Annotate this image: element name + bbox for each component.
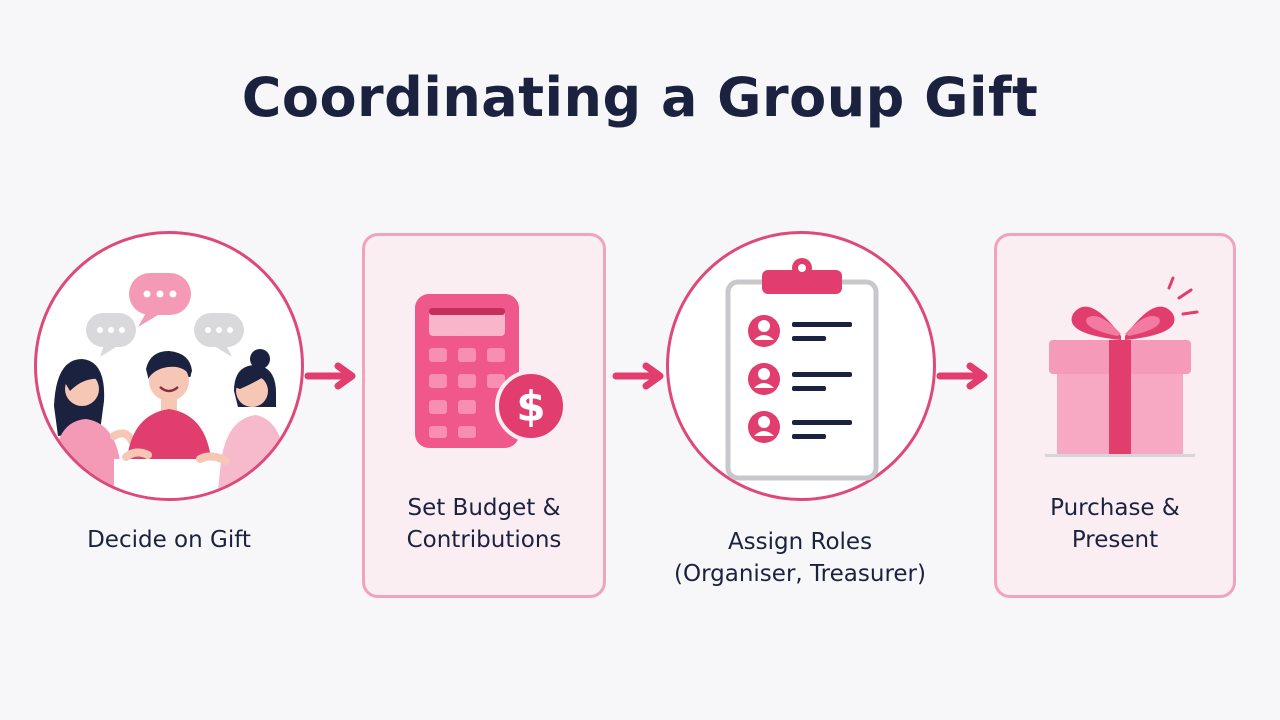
arrow-right-icon	[936, 362, 988, 390]
page-title: Coordinating a Group Gift	[241, 66, 1039, 129]
step-decide-circle	[34, 231, 304, 501]
calculator-dollar-icon: $	[415, 294, 567, 448]
step-budget-card: $	[362, 233, 606, 598]
people-chat-icon	[49, 273, 289, 498]
clipboard-roles-icon	[725, 258, 879, 481]
step-budget-label: Set Budget & Contributions	[406, 495, 562, 553]
step-purchase-label: Purchase & Present	[1050, 495, 1180, 553]
arrow-right-icon	[612, 362, 664, 390]
step-roles-label: Assign Roles (Organiser, Treasurer)	[674, 529, 926, 587]
arrow-right-icon	[304, 362, 356, 390]
step-purchase-card	[994, 233, 1236, 598]
svg-text:$: $	[516, 382, 545, 431]
step-decide-label: Decide on Gift	[87, 527, 251, 553]
gift-box-icon	[1045, 276, 1199, 457]
